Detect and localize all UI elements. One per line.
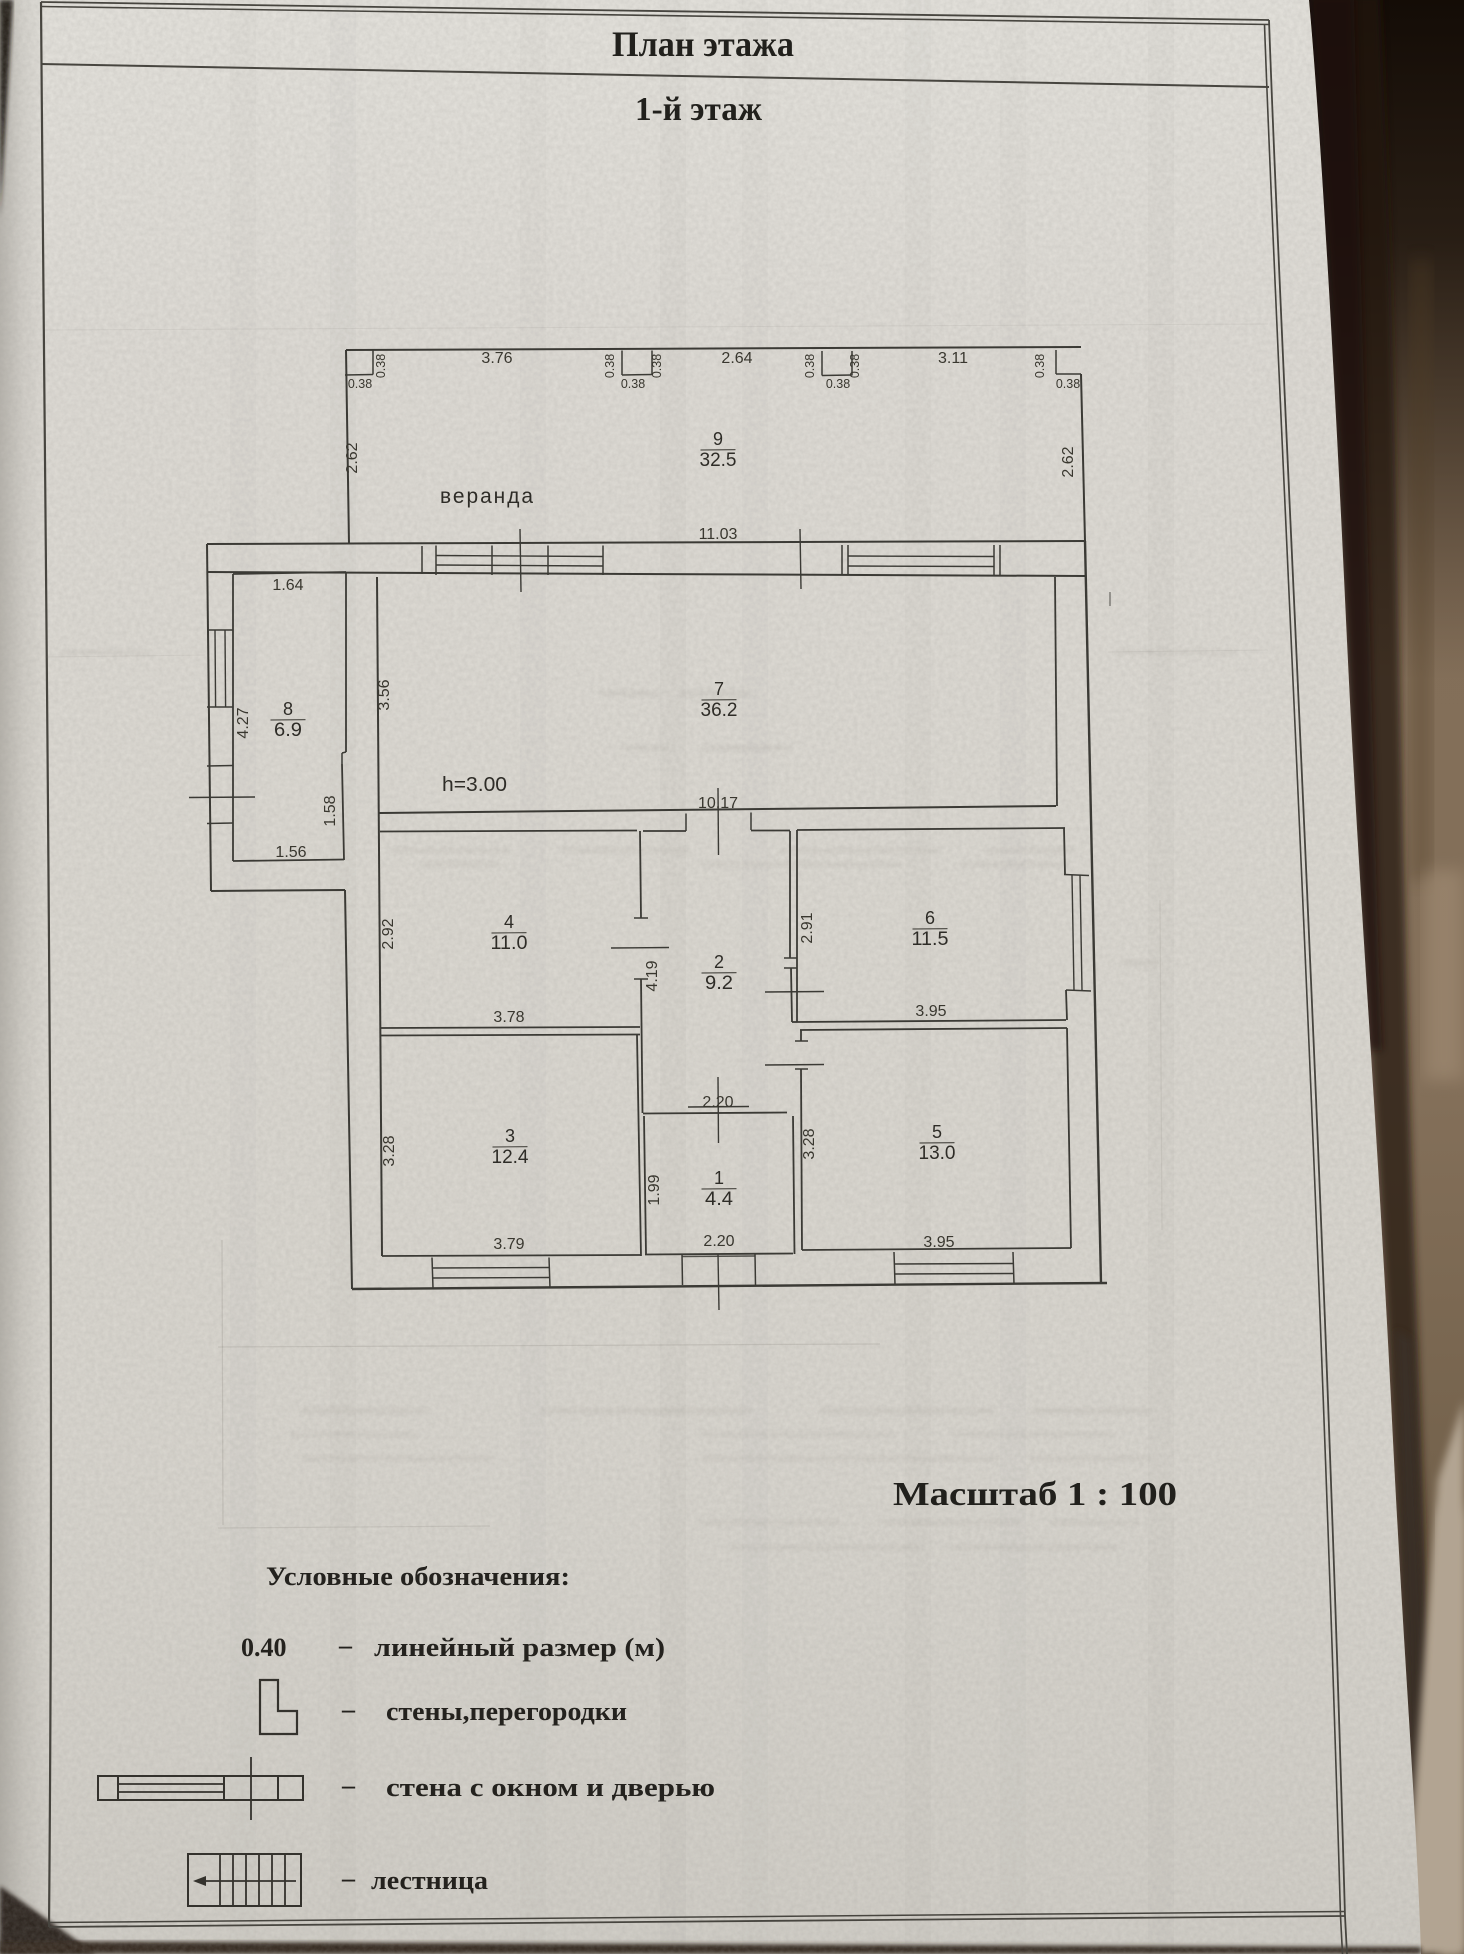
svg-text:–: –	[338, 1631, 353, 1660]
svg-text:8: 8	[283, 699, 293, 719]
svg-text:4: 4	[504, 912, 514, 932]
svg-text:0.38: 0.38	[1033, 354, 1047, 378]
svg-text:План этажа: План этажа	[612, 24, 794, 64]
svg-text:0.38: 0.38	[374, 354, 388, 378]
svg-text:0.38: 0.38	[826, 377, 850, 391]
svg-text:11.5: 11.5	[912, 928, 949, 950]
svg-text:0.40: 0.40	[241, 1633, 287, 1662]
svg-text:2: 2	[714, 952, 724, 972]
svg-text:0.38: 0.38	[803, 354, 817, 378]
svg-text:–: –	[341, 1864, 356, 1893]
svg-text:–: –	[341, 1695, 356, 1724]
svg-text:5: 5	[932, 1122, 942, 1142]
svg-text:11.03: 11.03	[699, 526, 738, 543]
svg-text:6: 6	[925, 908, 935, 928]
svg-text:h=3.00: h=3.00	[442, 774, 507, 796]
svg-text:1: 1	[714, 1168, 724, 1188]
svg-text:линейный размер (м): линейный размер (м)	[374, 1633, 665, 1662]
svg-text:3.11: 3.11	[938, 350, 968, 367]
svg-text:стены,перегородки: стены,перегородки	[386, 1697, 627, 1726]
svg-text:0.38: 0.38	[848, 354, 862, 378]
svg-text:4.19: 4.19	[644, 960, 661, 991]
svg-text:3.56: 3.56	[376, 679, 393, 710]
svg-text:1-й этаж: 1-й этаж	[635, 91, 762, 128]
svg-text:9: 9	[713, 429, 723, 449]
svg-text:1.56: 1.56	[275, 844, 306, 861]
svg-text:3.78: 3.78	[493, 1009, 524, 1026]
svg-text:стена с окном и дверью: стена с окном и дверью	[386, 1773, 715, 1802]
svg-text:0.38: 0.38	[1056, 377, 1080, 391]
svg-text:36.2: 36.2	[701, 699, 738, 721]
svg-text:0.38: 0.38	[603, 354, 617, 378]
svg-text:0.38: 0.38	[348, 377, 372, 391]
svg-text:32.5: 32.5	[700, 449, 737, 471]
svg-text:11.0: 11.0	[491, 932, 528, 954]
svg-text:2.92: 2.92	[380, 918, 397, 949]
svg-text:4.27: 4.27	[235, 707, 252, 738]
svg-text:2.62: 2.62	[1060, 446, 1077, 477]
svg-text:3.76: 3.76	[481, 350, 512, 367]
svg-text:9.2: 9.2	[705, 972, 733, 994]
svg-text:0.38: 0.38	[650, 354, 664, 378]
svg-text:Условные обозначения:: Условные обозначения:	[266, 1562, 570, 1591]
svg-text:–: –	[341, 1771, 356, 1800]
svg-text:2.62: 2.62	[344, 442, 361, 473]
svg-text:лестница: лестница	[371, 1866, 488, 1895]
svg-text:веранда: веранда	[440, 485, 535, 508]
svg-text:3.95: 3.95	[915, 1003, 946, 1020]
svg-text:3.95: 3.95	[923, 1234, 954, 1251]
svg-text:2.64: 2.64	[721, 350, 752, 367]
svg-text:4.4: 4.4	[705, 1188, 733, 1210]
svg-text:2.20: 2.20	[702, 1094, 733, 1111]
svg-text:13.0: 13.0	[919, 1142, 956, 1164]
svg-text:3: 3	[505, 1126, 515, 1146]
svg-text:0.38: 0.38	[621, 377, 645, 391]
svg-text:Масштаб 1 : 100: Масштаб 1 : 100	[893, 1476, 1177, 1513]
svg-text:6.9: 6.9	[274, 719, 302, 741]
svg-text:1.58: 1.58	[322, 795, 339, 826]
svg-text:3.28: 3.28	[801, 1128, 818, 1159]
svg-text:1.64: 1.64	[272, 577, 303, 594]
svg-text:1.99: 1.99	[646, 1174, 663, 1205]
svg-text:7: 7	[714, 679, 724, 699]
svg-text:3.79: 3.79	[493, 1236, 524, 1253]
svg-text:3.28: 3.28	[381, 1135, 398, 1166]
svg-text:2.91: 2.91	[799, 912, 816, 943]
svg-text:12.4: 12.4	[492, 1146, 529, 1168]
svg-text:2.20: 2.20	[703, 1233, 734, 1250]
svg-text:10.17: 10.17	[698, 795, 738, 812]
